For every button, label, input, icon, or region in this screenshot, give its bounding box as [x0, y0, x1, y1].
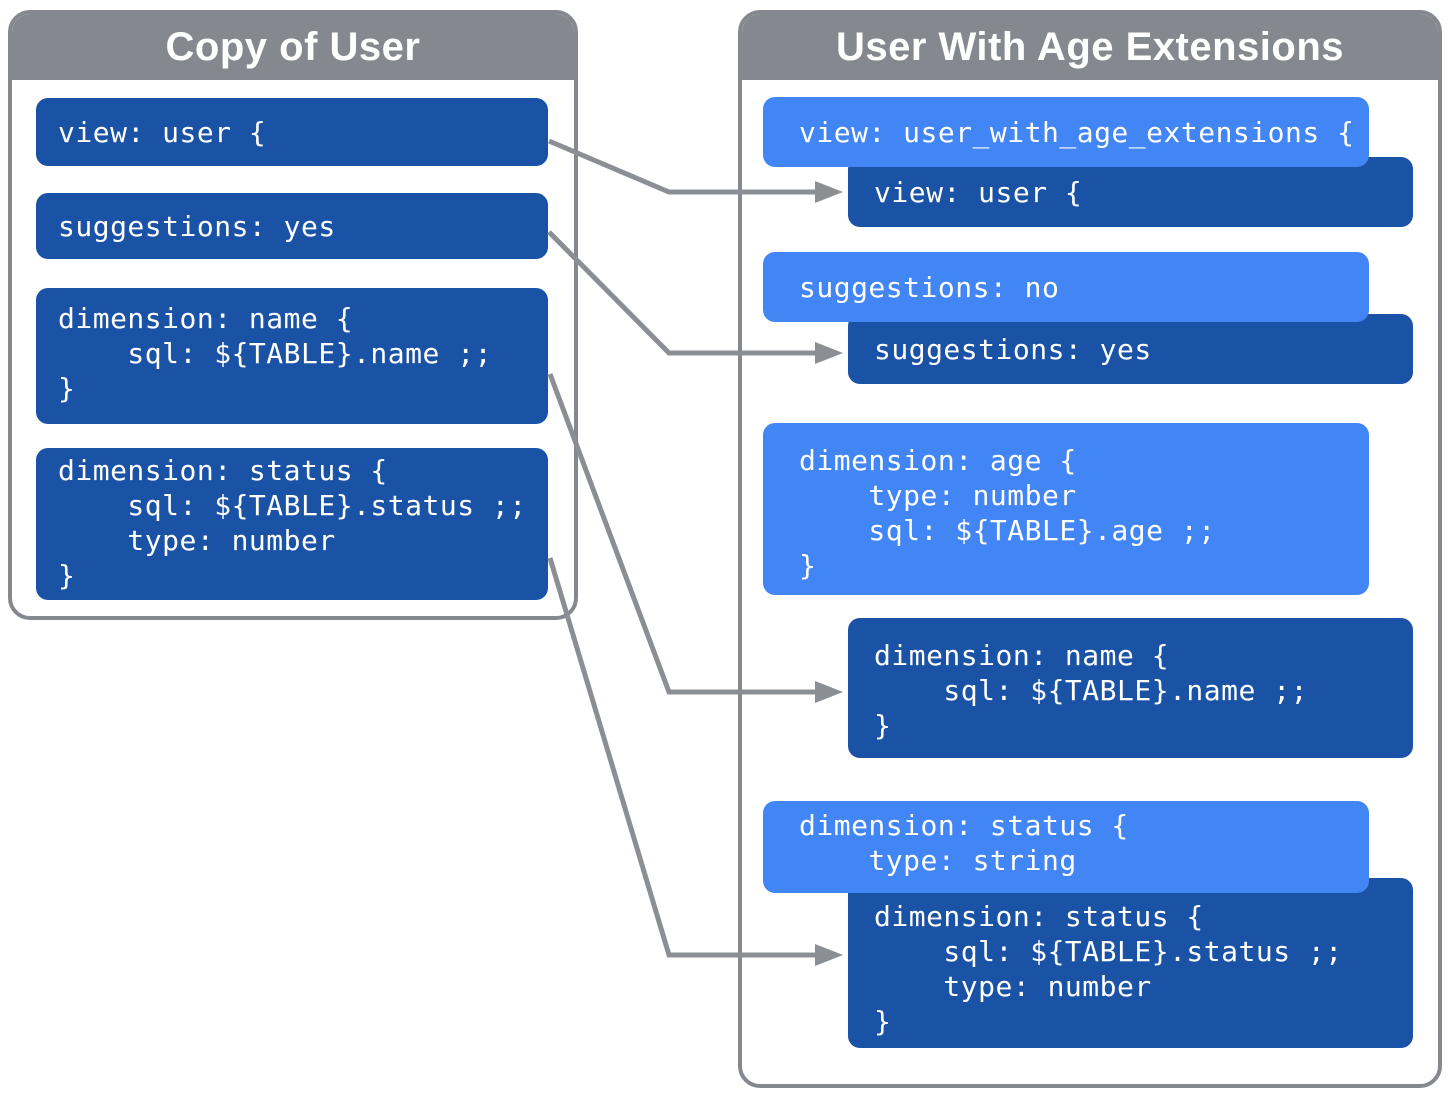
code-line: dimension: status { [799, 809, 1129, 842]
code-block-view-user: view: user { [36, 98, 548, 166]
code-block-view-user-with-age-extensions: view: user_with_age_extensions { [763, 97, 1369, 167]
code-block-inherited-dimension-name: dimension: name { sql: ${TABLE}.name ;; … [848, 618, 1413, 758]
code-line: suggestions: yes [874, 332, 1152, 366]
code-line: } [799, 549, 817, 582]
code-line: type: string [799, 844, 1077, 877]
code-line: sql: ${TABLE}.status ;; [58, 489, 527, 522]
code-block-override-suggestions-no: suggestions: no [763, 252, 1369, 322]
code-line: dimension: name { [874, 639, 1170, 672]
code-block-dimension-name: dimension: name { sql: ${TABLE}.name ;; … [36, 288, 548, 424]
code-line: sql: ${TABLE}.age ;; [799, 514, 1216, 547]
code-block-dimension-age: dimension: age { type: number sql: ${TAB… [763, 423, 1369, 595]
code-line: type: number [58, 524, 336, 557]
code-line: dimension: name { [58, 302, 354, 335]
code-line: dimension: status { [874, 900, 1204, 933]
code-line: sql: ${TABLE}.status ;; [874, 935, 1343, 968]
code-line: sql: ${TABLE}.name ;; [874, 674, 1308, 707]
code-line: view: user_with_age_extensions { [799, 115, 1355, 149]
code-line: suggestions: no [799, 270, 1060, 304]
code-line: view: user { [874, 175, 1083, 209]
code-line: sql: ${TABLE}.name ;; [58, 337, 492, 370]
code-line: } [874, 709, 892, 742]
code-block-suggestions-yes: suggestions: yes [36, 193, 548, 259]
code-line: suggestions: yes [58, 209, 336, 243]
code-block-override-dimension-status: dimension: status { type: string [763, 801, 1369, 893]
code-block-inherited-suggestions-yes: suggestions: yes [848, 314, 1413, 384]
code-line: } [58, 559, 76, 592]
code-block-dimension-status: dimension: status { sql: ${TABLE}.status… [36, 448, 548, 600]
code-block-inherited-view-user: view: user { [848, 157, 1413, 227]
code-line: } [874, 1005, 892, 1038]
code-line: dimension: status { [58, 454, 388, 487]
code-block-inherited-dimension-status: dimension: status { sql: ${TABLE}.status… [848, 878, 1413, 1048]
code-line: } [58, 372, 76, 405]
code-line: dimension: age { [799, 444, 1077, 477]
code-line: type: number [799, 479, 1077, 512]
panel-user-with-age-extensions-title: User With Age Extensions [742, 14, 1438, 80]
code-line: type: number [874, 970, 1152, 1003]
panel-copy-of-user-title: Copy of User [12, 14, 574, 80]
code-line: view: user { [58, 115, 267, 149]
